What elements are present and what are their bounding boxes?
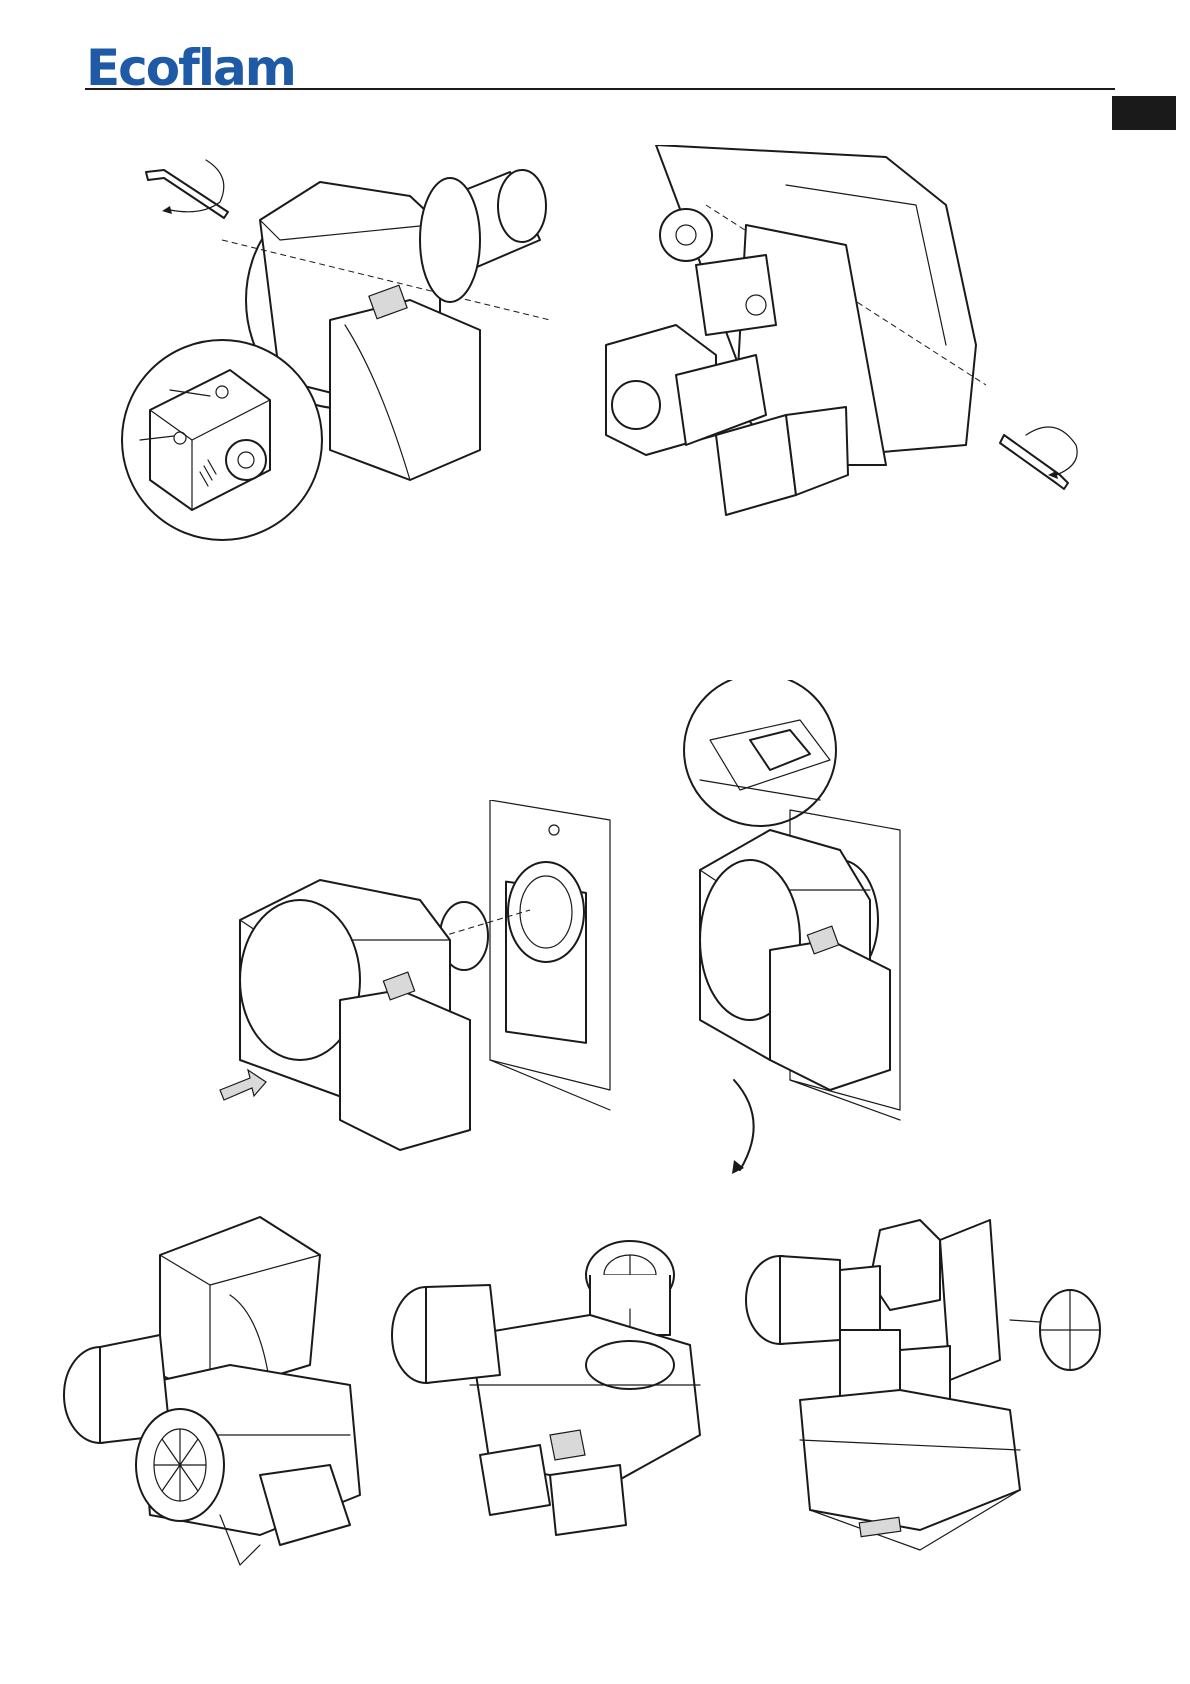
burner-rear-adjust-illustration <box>586 145 1086 545</box>
burner-view-2-illustration <box>390 1225 730 1545</box>
header-rule <box>85 88 1115 90</box>
burner-mounting-illustration <box>210 800 630 1180</box>
allen-key-right-icon <box>1000 435 1068 489</box>
push-arrow-icon <box>220 1070 266 1100</box>
burner-hinged-open-illustration <box>680 680 980 1180</box>
section-tab-marker <box>1112 96 1176 130</box>
swing-arrow-icon <box>734 1080 754 1170</box>
burner-air-adjust-illustration <box>110 150 570 550</box>
burner-view-1-illustration <box>60 1215 390 1575</box>
allen-key-icon <box>146 170 228 218</box>
burner-view-3-illustration <box>740 1200 1120 1590</box>
